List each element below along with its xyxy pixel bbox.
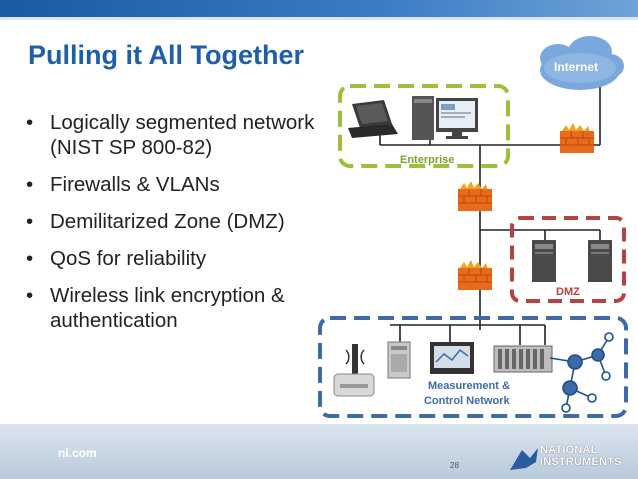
controller-icon bbox=[387, 341, 411, 379]
bullet-marker: • bbox=[26, 284, 34, 307]
bullet-marker: • bbox=[26, 247, 34, 270]
firewall-icon bbox=[458, 260, 492, 290]
enterprise-label: Enterprise bbox=[400, 154, 455, 166]
page-number: 28 bbox=[450, 461, 459, 470]
network-links bbox=[379, 85, 601, 345]
bullet-text: Logically segmented network (NIST SP 800… bbox=[50, 111, 315, 159]
bullet-item: • Firewalls & VLANs bbox=[26, 172, 346, 197]
brand-line-1: NATIONAL bbox=[540, 444, 598, 456]
ni-eagle-logo-icon bbox=[510, 448, 538, 470]
bullet-list: • Logically segmented network (NIST SP 80… bbox=[26, 110, 346, 345]
firewall-icon bbox=[560, 123, 594, 153]
brand-name: NATIONAL INSTRUMENTS bbox=[540, 444, 622, 468]
desktop-icon bbox=[412, 96, 478, 140]
sensor-network-icon bbox=[549, 332, 614, 413]
measurement-label: Measurement & bbox=[428, 380, 510, 392]
internet-label: Internet bbox=[554, 60, 599, 74]
dmz-zone bbox=[510, 216, 626, 303]
bullet-text: Firewalls & VLANs bbox=[50, 173, 220, 196]
bullet-item: • Logically segmented network (NIST SP 80… bbox=[26, 110, 346, 160]
server-icon bbox=[532, 240, 556, 282]
bullet-marker: • bbox=[26, 210, 34, 233]
page-title: Pulling it All Together bbox=[28, 40, 304, 70]
io-chassis-icon bbox=[493, 345, 553, 373]
wireless-icon bbox=[333, 344, 375, 397]
hmi-panel-icon bbox=[430, 342, 474, 374]
enterprise-zone bbox=[338, 84, 510, 168]
dmz-label: DMZ bbox=[556, 286, 580, 298]
control-network-label: Control Network bbox=[424, 395, 510, 407]
bullet-text: Wireless link encryption & authenticatio… bbox=[50, 284, 285, 332]
measurement-zone bbox=[318, 316, 628, 418]
bullet-marker: • bbox=[26, 173, 34, 196]
bullet-text: QoS for reliability bbox=[50, 247, 207, 270]
bullet-marker: • bbox=[26, 111, 34, 134]
footer-url[interactable]: ni.com bbox=[58, 446, 97, 460]
brand-line-2: INSTRUMENTS bbox=[540, 456, 622, 468]
cloud-icon bbox=[540, 36, 624, 90]
server-icon bbox=[588, 240, 612, 282]
bullet-item: • Demilitarized Zone (DMZ) bbox=[26, 209, 346, 234]
bullet-item: • Wireless link encryption & authenticati… bbox=[26, 283, 346, 333]
footer-bar bbox=[0, 424, 638, 479]
bullet-item: • QoS for reliability bbox=[26, 246, 346, 271]
laptop-icon bbox=[348, 100, 398, 138]
top-banner bbox=[0, 0, 638, 20]
bullet-text: Demilitarized Zone (DMZ) bbox=[50, 210, 285, 233]
firewall-icon bbox=[458, 181, 492, 211]
